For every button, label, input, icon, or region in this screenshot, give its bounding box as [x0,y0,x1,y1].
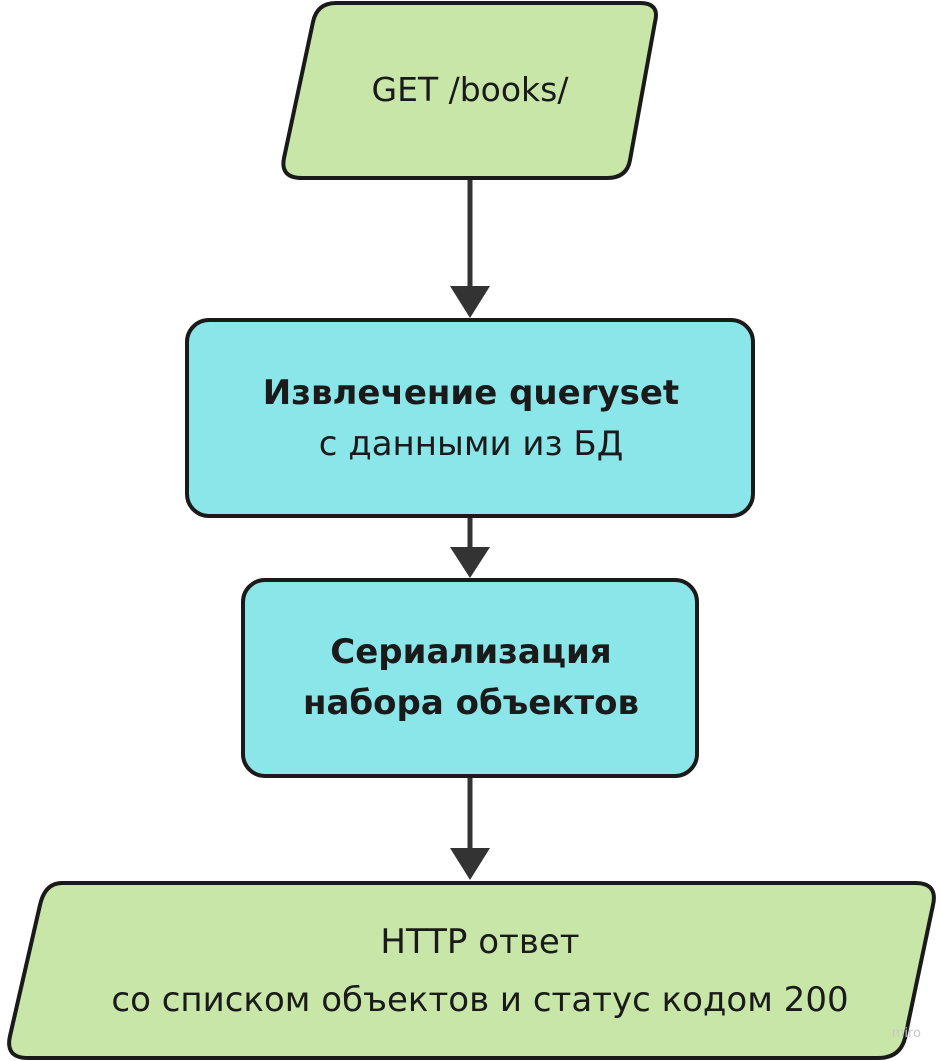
request-node: GET /books/ [300,40,640,140]
response-node-shape [7,881,936,1060]
serialize-line2: набора объектов [302,683,639,723]
fetch-subtitle: с данными из БД [318,424,624,464]
response-line2: со списком объектов и статус кодом 200 [111,980,849,1020]
serialize-node-shape [241,578,699,778]
serialize-line1: Сериализация [330,632,612,672]
arrowhead-2 [450,547,490,578]
arrowhead-3 [450,848,490,880]
serialize-node: Сериализация набора объектов [246,582,696,774]
response-line1: HTTP ответ [380,922,580,963]
fetch-title: Извлечение queryset [262,373,680,413]
response-node: HTTP ответ со списком объектов и статус … [60,892,900,1052]
request-node-shape [281,0,658,180]
request-label: GET /books/ [371,70,569,110]
fetch-node-shape [185,318,755,518]
miro-watermark: miro [891,1026,921,1041]
fetch-node: Извлечение queryset с данными из БД [190,325,752,513]
arrowhead-1 [450,286,490,318]
